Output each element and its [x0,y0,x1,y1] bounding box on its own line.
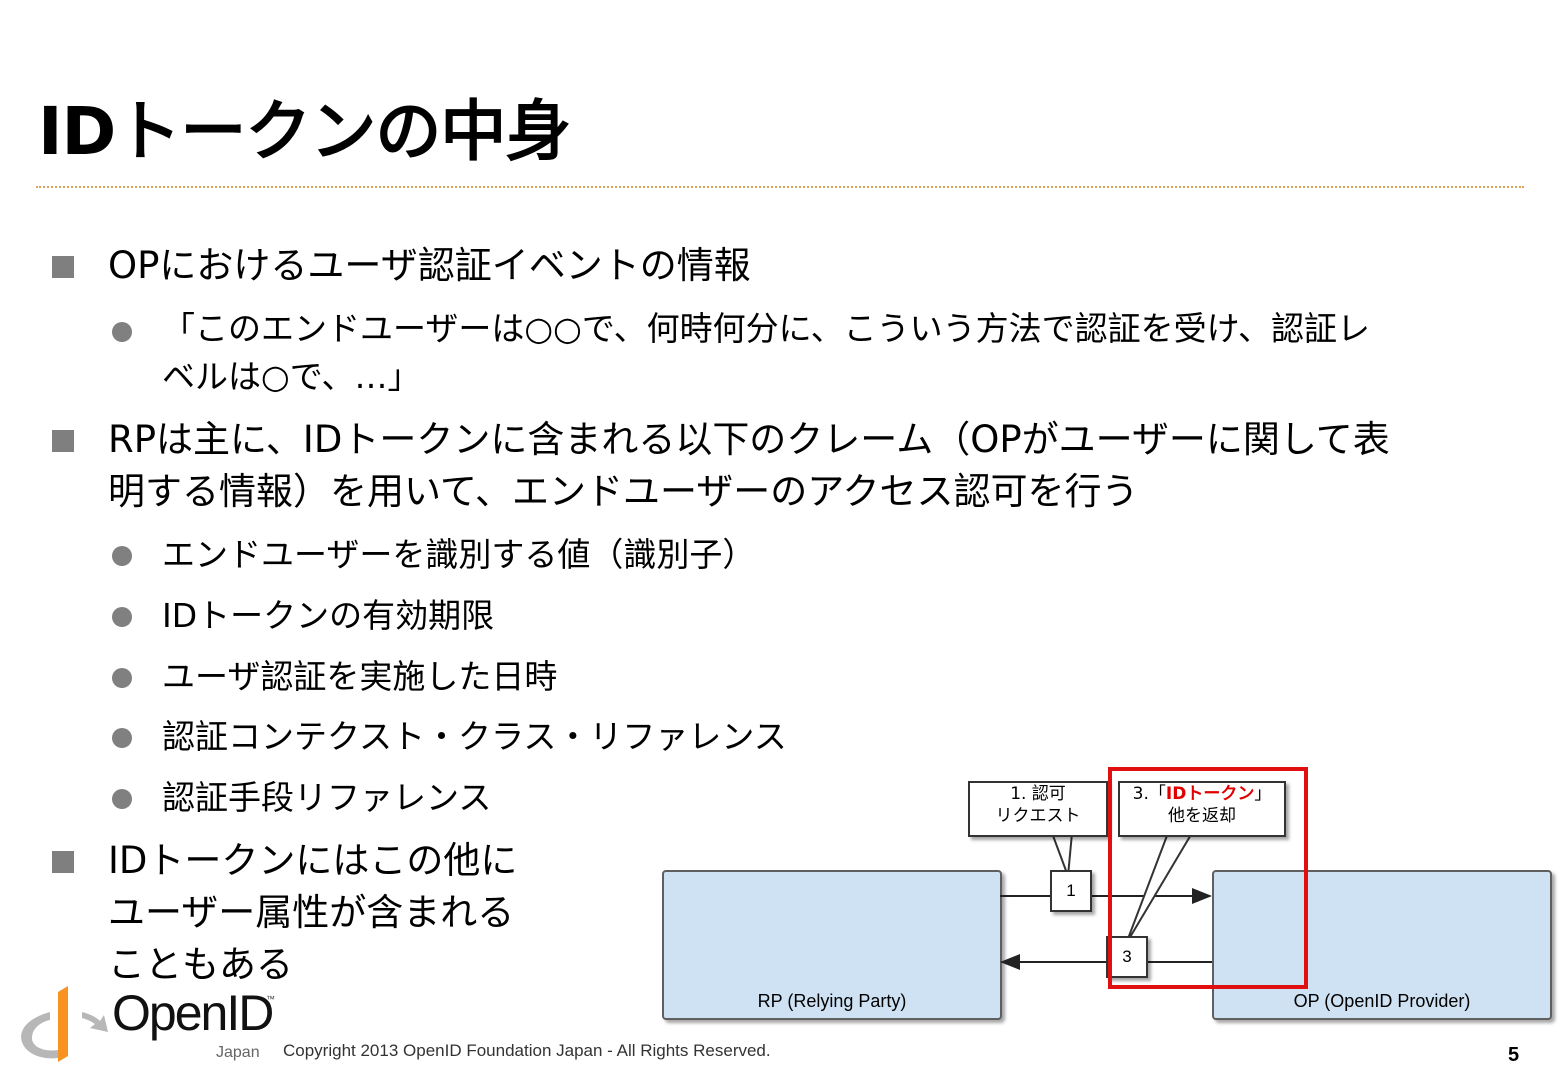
bullet-text-cont: ユーザー属性が含まれる [108,891,515,934]
bullet-dot-icon [112,322,132,342]
sub-bullet-text: IDトークンの有効期限 [162,596,495,635]
logo-trademark: ™ [266,994,275,1004]
rp-label: RP (Relying Party) [757,991,907,1011]
sub-bullet-text: ユーザ認証を実施した日時 [162,657,558,696]
title-divider [36,186,1524,188]
sub-bullet-text: 認証手段リファレンス [162,778,492,817]
bullet-text-cont: 明する情報）を用いて、エンドユーザーのアクセス認可を行う [108,470,1139,513]
openid-japan-logo: OpenID ™ Japan [18,982,280,1072]
bullet-dot-icon [112,546,132,566]
step-3-box: 3 [1106,936,1148,978]
callout1-line1: 1. 認可 [1010,784,1066,804]
bullet-text: IDトークンにはこの他に [108,839,518,882]
sub-bullet-text: 「このエンドユーザーは○○で、何時何分に、こういう方法で認証を受け、認証レ [162,309,1370,348]
bullet-text: OPにおけるユーザ認証イベントの情報 [108,244,751,287]
copyright-text: Copyright 2013 OpenID Foundation Japan -… [283,1041,771,1060]
logo-japan-label: Japan [216,1044,260,1061]
bullet-square-icon [52,851,74,873]
callout3-prefix: 3.「 [1132,784,1166,804]
step-1-box: 1 [1050,870,1092,912]
sub-bullet-text-cont: ベルは○で、…」 [162,357,421,396]
bullet-text: RPは主に、IDトークンに含まれる以下のクレーム（OPがユーザーに関して表 [108,418,1390,461]
bullet-dot-icon [112,668,132,688]
id-token-highlight-frame [1108,767,1308,989]
bullet-dot-icon [112,607,132,627]
callout3-line2: 他を返却 [1168,806,1236,826]
bullet-square-icon [52,430,74,452]
callout3-line1: 3.「IDトークン」 [1120,783,1284,805]
callout-auth-request: 1. 認可 リクエスト [968,781,1108,837]
openid-swoosh-icon [21,986,108,1062]
rp-box: RP (Relying Party) [662,870,1002,1020]
bullet-square-icon [52,256,74,278]
sub-bullet-text: エンドユーザーを識別する値（識別子） [162,535,756,574]
sub-bullet-text: 認証コンテクスト・クラス・リファレンス [162,717,787,756]
bullet-dot-icon [112,728,132,748]
callout-id-token: 3.「IDトークン」 他を返却 [1118,781,1286,837]
slide-title: IDトークンの中身 [38,93,571,170]
bullet-dot-icon [112,789,132,809]
page-number: 5 [1508,1044,1520,1066]
op-label: OP (OpenID Provider) [1293,991,1471,1011]
callout3-suffix: 」 [1254,784,1272,804]
callout1-line2: リクエスト [995,806,1081,826]
callout3-highlight: IDトークン [1165,784,1255,804]
op-box: OP (OpenID Provider) [1212,870,1552,1020]
bullet-text-cont: こともある [108,943,293,986]
logo-wordmark: OpenID [112,985,274,1041]
